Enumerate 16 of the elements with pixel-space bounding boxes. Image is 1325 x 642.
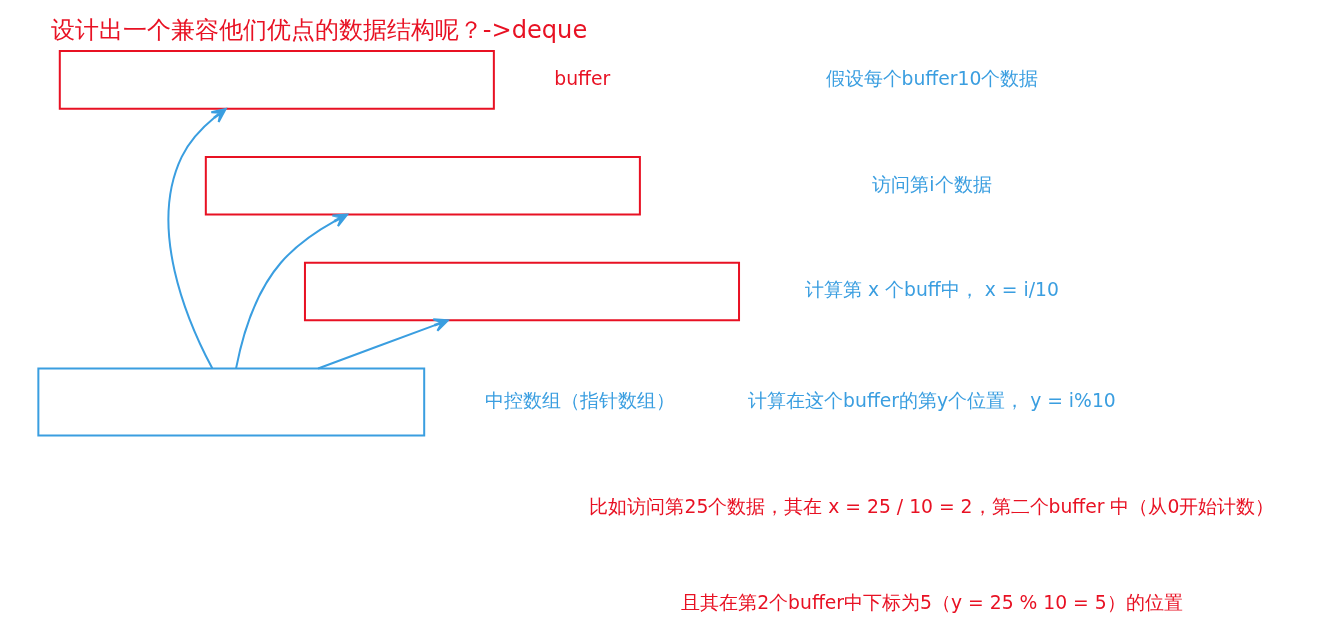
node-box bbox=[303, 261, 740, 322]
arrow bbox=[234, 213, 348, 369]
node-box bbox=[204, 155, 641, 216]
arrow bbox=[317, 318, 449, 370]
node-label: 中控数组（指针数组） bbox=[484, 390, 675, 412]
label: 访问第i个数据 bbox=[871, 173, 992, 195]
node-label: buffer bbox=[553, 67, 610, 89]
node-box bbox=[36, 367, 425, 437]
label: 计算第 x 个buff中， x = i/10 bbox=[804, 279, 1059, 301]
arrow bbox=[167, 108, 227, 369]
label: 且其在第2个buffer中下标为5（y = 25 % 10 = 5）的位置 bbox=[680, 592, 1183, 614]
label: 比如访问第25个数据，其在 x = 25 / 10 = 2，第二个buffer 中（从0开始计数） bbox=[588, 495, 1274, 517]
label: 计算在这个buffer的第y个位置， y = i%10 bbox=[747, 390, 1116, 412]
label: 假设每个buffer10个数据 bbox=[825, 67, 1038, 89]
diagram-title: 设计出一个兼容他们优点的数据结构呢？->deque bbox=[50, 16, 587, 45]
node-box bbox=[58, 50, 495, 110]
